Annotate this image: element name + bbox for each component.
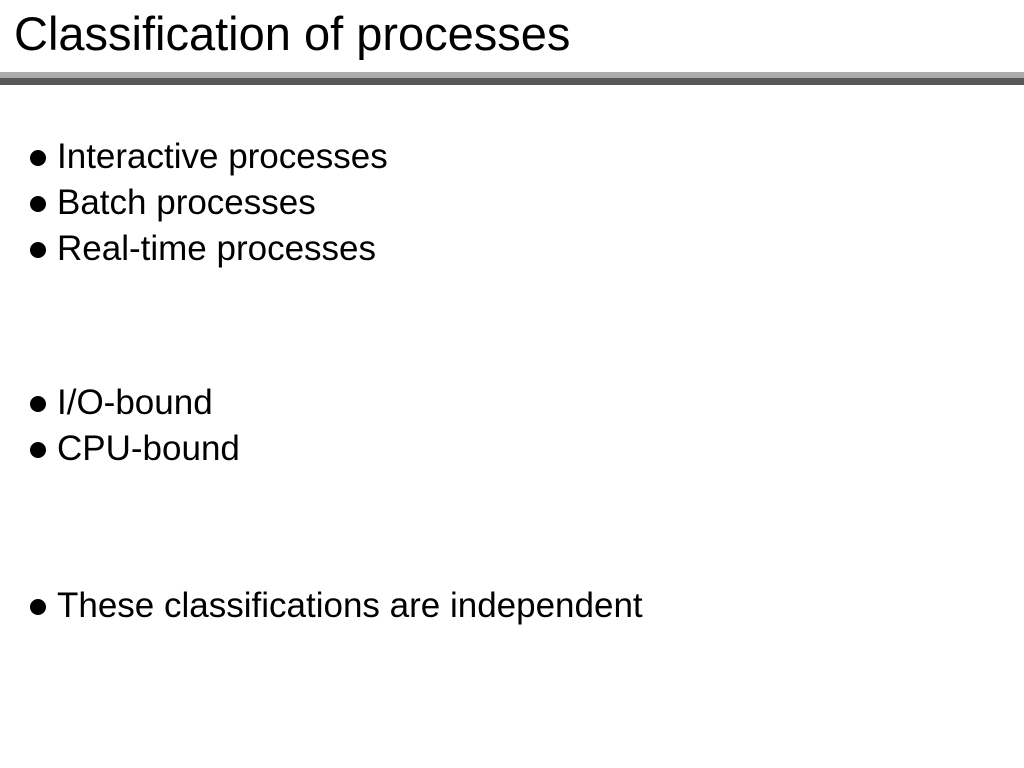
list-item: Real-time processes	[0, 226, 1024, 272]
bullet-icon	[30, 396, 46, 412]
title-divider-shadow	[0, 78, 1024, 85]
list-item-label: These classifications are independent	[57, 586, 643, 625]
list-item-label: Real-time processes	[57, 229, 376, 268]
list-item-label: I/O-bound	[57, 383, 213, 422]
list-item-label: Interactive processes	[57, 137, 388, 176]
bullet-icon	[30, 599, 46, 615]
title-divider-highlight	[0, 72, 1024, 78]
bullet-icon	[30, 150, 46, 166]
list-item: I/O-bound	[0, 380, 1024, 426]
page-title: Classification of processes	[14, 7, 571, 60]
list-item: These classifications are independent	[0, 583, 1024, 629]
bullet-icon	[30, 442, 46, 458]
list-item-label: CPU-bound	[57, 429, 240, 468]
list-item-label: Batch processes	[57, 183, 316, 222]
bullet-group-note: These classifications are independent	[0, 583, 1024, 629]
bullet-icon	[30, 242, 46, 258]
bullet-icon	[30, 196, 46, 212]
list-item: CPU-bound	[0, 426, 1024, 472]
bullet-group-process-types: Interactive processes Batch processes Re…	[0, 134, 1024, 272]
bullet-group-resource-bound: I/O-bound CPU-bound	[0, 380, 1024, 472]
title-divider	[0, 72, 1024, 85]
list-item: Batch processes	[0, 180, 1024, 226]
list-item: Interactive processes	[0, 134, 1024, 180]
